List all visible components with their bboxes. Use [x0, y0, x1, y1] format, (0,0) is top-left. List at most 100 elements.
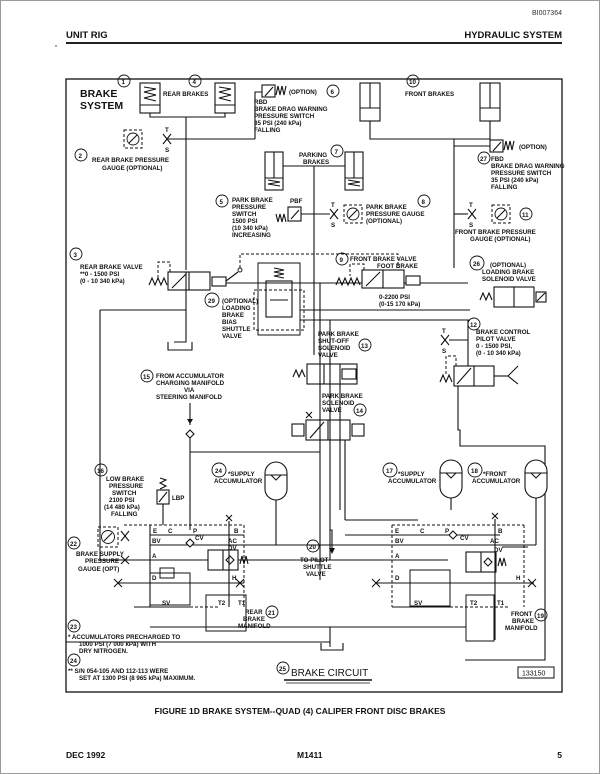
svg-text:T: T	[442, 328, 446, 335]
svg-text:B: B	[498, 528, 503, 535]
shuttle-label-2: LOADING	[222, 305, 251, 312]
callout-6: 6	[326, 84, 340, 98]
check-valve-input	[185, 403, 195, 530]
rear-manifold-label-2: BRAKE	[243, 616, 265, 623]
test-port-front: T S	[454, 202, 477, 229]
pilot-valve-label-3: 0 - 1500 PSI,	[476, 343, 512, 350]
pb-sol-label-2: SOLENOID	[322, 400, 355, 407]
rear-valve-label-1: REAR BRAKE VALVE	[80, 264, 143, 271]
svg-text:SV: SV	[414, 600, 423, 607]
pilot-valve-label-4: (0 - 10 340 kPa)	[476, 350, 521, 357]
front-valve-label-4: (0-15 170 kPa)	[379, 301, 420, 308]
note-24-line1: ** S/N 054-105 AND 112-113 WERE	[68, 668, 168, 675]
pb-switch-label-2: PRESSURE	[232, 204, 266, 211]
fbd-label-4: 35 PSI (240 kPa)	[491, 177, 538, 184]
svg-text:P: P	[445, 528, 449, 535]
svg-text:S: S	[442, 348, 446, 355]
tank-symbol-main	[320, 643, 344, 651]
callout-3: 3	[69, 247, 83, 261]
rbd-label-2: BRAKE DRAG WARNING	[254, 106, 328, 113]
svg-text:CV: CV	[195, 535, 204, 542]
pb-gauge-label-1: PARK BRAKE	[366, 204, 407, 211]
pb-gauge-label-3: (OPTIONAL)	[366, 218, 402, 225]
rear-manifold-port-labels: E C P B BV AC A D H T2 T1 CV DV SV	[152, 528, 246, 607]
svg-text:25: 25	[279, 666, 286, 673]
callout-23: 23	[67, 619, 81, 633]
loading-sol-label-3: SOLENOID VALVE	[482, 276, 536, 283]
pbf-label: PBF	[290, 198, 303, 205]
svg-text:T: T	[331, 202, 335, 209]
svg-text:H: H	[232, 575, 237, 582]
header-left: UNIT RIG	[66, 30, 108, 41]
test-port-pilot: T S	[440, 328, 468, 355]
svg-text:15: 15	[143, 374, 150, 381]
front-brakes-label: FRONT BRAKES	[405, 91, 454, 98]
svg-text:H: H	[516, 575, 521, 582]
svg-text:B: B	[234, 528, 239, 535]
rbd-switch-feed	[254, 91, 262, 139]
svg-text:9: 9	[340, 257, 344, 264]
svg-text:S: S	[331, 222, 335, 229]
rear-brake-line	[149, 113, 226, 118]
svg-text:T2: T2	[218, 600, 226, 607]
pb-switch-label-1: PARK BRAKE	[232, 197, 273, 204]
svg-text:E: E	[395, 528, 399, 535]
svg-text:T1: T1	[497, 600, 505, 607]
pb-gauge-label-2: PRESSURE GAUGE	[366, 211, 424, 218]
callout-13: 13	[358, 338, 372, 352]
front-brake-manifold	[150, 512, 537, 642]
svg-text:2: 2	[79, 153, 83, 160]
callout-14: 14	[353, 403, 367, 417]
front-manifold-port-labels: E C P B BV AC A D H T2 T1 CV DV SV	[395, 528, 521, 607]
rear-brake-pressure-gauge	[123, 129, 143, 149]
svg-text:E: E	[153, 528, 157, 535]
arrow-to-pilot-shuttle	[329, 534, 335, 554]
supply-gauge-label-1: BRAKE SUPPLY	[76, 551, 125, 558]
callout-22: 22	[67, 536, 81, 550]
front-manifold-label-2: BRAKE	[512, 618, 534, 625]
accum-input-label-1: FROM ACCUMULATOR	[156, 373, 224, 380]
svg-text:16: 16	[97, 468, 104, 475]
svg-text:3: 3	[74, 252, 78, 259]
svg-text:1: 1	[122, 79, 126, 86]
parking-brakes-label-2: BRAKES	[303, 159, 329, 166]
front-valve-label-1: FRONT BRAKE VALVE	[350, 256, 416, 263]
rbd-label-5: FALLING	[254, 127, 281, 134]
callout-26: 26	[469, 255, 485, 271]
note-23-line3: DRY NITROGEN.	[79, 648, 128, 655]
pb-switch-label-4: 1500 PSI	[232, 218, 258, 225]
pb-switch-label-3: SWITCH	[232, 211, 257, 218]
callout-7: 7	[330, 144, 344, 158]
loading-sol-label-1: (OPTIONAL)	[490, 262, 526, 269]
svg-text:11: 11	[522, 212, 529, 219]
diagram-title-line2: SYSTEM	[80, 100, 123, 112]
note-23-line2: 1000 PSI (7 000 kPa) WITH	[79, 641, 157, 648]
document-id: BI007364	[532, 10, 562, 17]
lbp-label-5: (14 480 kPa)	[104, 504, 140, 511]
svg-text:BV: BV	[152, 538, 161, 545]
rbd-label-4: 35 PSI (240 kPa)	[254, 120, 301, 127]
test-port-park: T S	[329, 202, 339, 229]
rear-brakes-label: REAR BRAKES	[163, 91, 208, 98]
svg-text:S: S	[469, 222, 473, 229]
diagram-frame	[65, 78, 563, 693]
rbd-option-label: (OPTION)	[289, 89, 317, 96]
svg-text:12: 12	[470, 322, 477, 329]
pilot-return-line	[457, 386, 546, 661]
callout-4: 4	[188, 74, 202, 88]
svg-text:D: D	[152, 575, 157, 582]
svg-text:26: 26	[473, 261, 480, 268]
svg-text:DV: DV	[228, 545, 237, 552]
svg-text:8: 8	[422, 199, 426, 206]
rear-brake-cylinder-left	[139, 82, 161, 114]
callout-17: 17	[382, 462, 398, 478]
fbd-label-3: PRESSURE SWITCH	[491, 170, 552, 177]
fbd-label-2: BRAKE DRAG WARNING	[491, 163, 565, 170]
rear-gauge-label-1: REAR BRAKE PRESSURE	[92, 157, 169, 164]
front-brake-line	[369, 121, 491, 140]
callout-21: 21	[265, 605, 279, 619]
diagram-title-line1: BRAKE	[80, 88, 117, 100]
callout-8: 8	[417, 194, 431, 208]
parking-brake-cylinder-left	[264, 151, 284, 191]
rear-valve-label-2: **0 - 1500 PSI	[80, 271, 119, 278]
